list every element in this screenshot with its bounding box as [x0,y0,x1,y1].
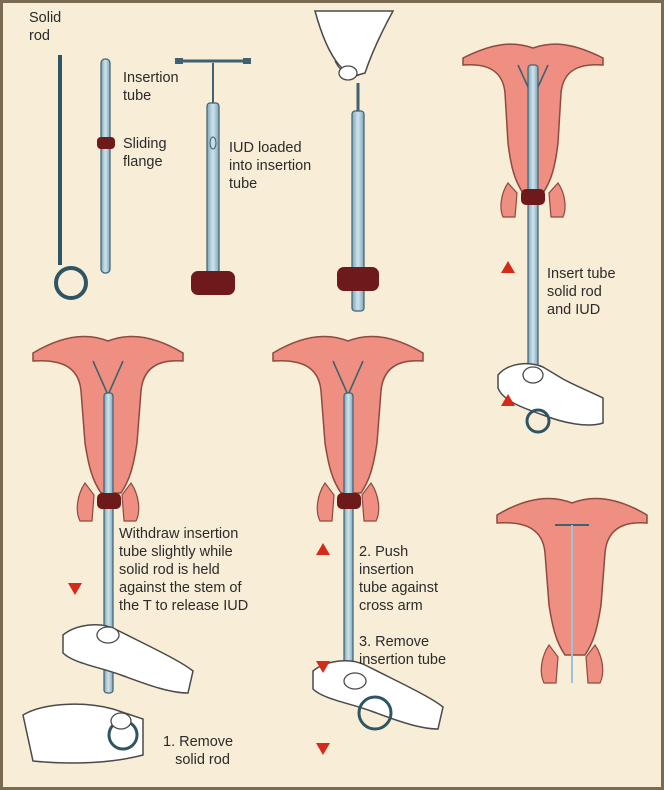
label-withdraw: Withdraw insertion tube slightly while s… [119,525,248,615]
label-remove-rod: 1. Remove solid rod [163,733,233,769]
sliding-flange-shape [97,137,115,149]
insertion-tube-illustration [97,59,115,273]
label-remove-tube: 3. Remove insertion tube [359,633,446,669]
label-insertion-tube: Insertion tube [123,69,179,105]
label-sliding-flange: Sliding flange [123,135,167,171]
uterus-insert-illustration [463,44,603,435]
label-push: 2. Push insertion tube against cross arm [359,543,438,615]
solid-rod-illustration [56,55,86,298]
iud-insertion-illustration [3,3,661,787]
pinching-hand-illustration [315,11,393,311]
label-insert-tube: Insert tube solid rod and IUD [547,265,616,319]
label-iud-loaded: IUD loaded into insertion tube [229,139,311,193]
label-solid-rod: Solid rod [29,9,61,45]
uterus-iud-in-place-illustration [497,499,647,683]
